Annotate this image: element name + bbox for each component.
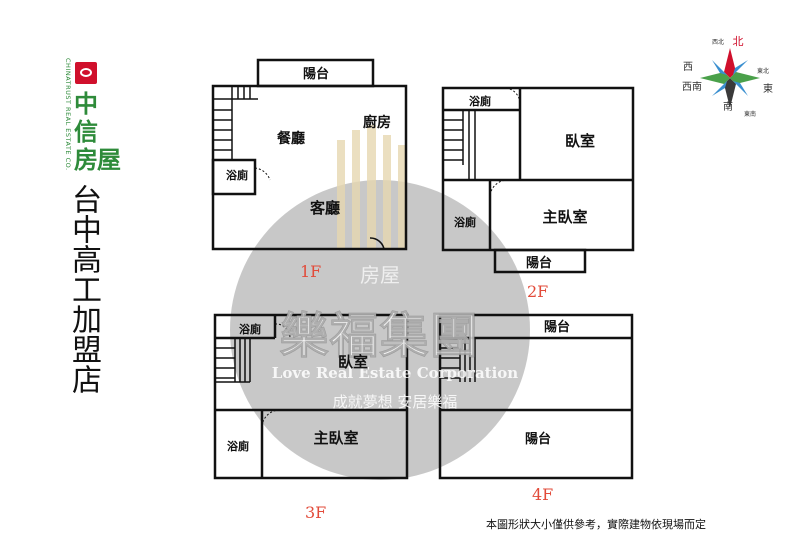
branch-name: 台中高工加盟店 xyxy=(66,184,101,394)
disclaimer-note: 本圖形狀大小僅供參考，實際建物依現場而定 xyxy=(486,518,706,531)
room-1f-bath: 浴廁 xyxy=(226,168,248,182)
watermark-text: 房屋 樂福集團 Love Real Estate Corporation 成就夢… xyxy=(272,263,518,411)
room-3f-bedroom: 臥室 xyxy=(338,353,368,371)
room-2f-balcony: 陽台 xyxy=(526,255,552,271)
room-1f-dining: 餐廳 xyxy=(276,130,305,147)
compass-icon: 北 西北 東北 東 東南 南 西南 西 xyxy=(682,33,775,123)
room-2f-bedroom: 臥室 xyxy=(565,132,595,150)
logo-english-text: CHINATRUST REAL ESTATE CO. xyxy=(64,58,72,171)
logo-text-xin: 信 xyxy=(74,118,98,146)
room-1f-kitchen: 廚房 xyxy=(363,114,391,131)
floor-4f-plan xyxy=(438,313,634,480)
svg-text:Love Real Estate Corporation: Love Real Estate Corporation xyxy=(272,364,518,382)
chinatrust-logo-icon xyxy=(75,62,97,84)
logo-text-fangwu: 房屋 xyxy=(74,146,121,174)
svg-text:北: 北 xyxy=(733,35,744,48)
svg-text:東南: 東南 xyxy=(744,110,756,118)
floor-label-4f: 4F xyxy=(532,485,553,504)
svg-text:東北: 東北 xyxy=(757,67,769,75)
room-3f-master: 主臥室 xyxy=(313,429,358,447)
svg-text:房屋: 房屋 xyxy=(360,263,400,287)
svg-text:成就夢想 安居樂福: 成就夢想 安居樂福 xyxy=(333,393,458,411)
svg-text:樂福集團: 樂福集團 xyxy=(280,308,480,364)
floor-1f-plan xyxy=(211,58,408,251)
room-4f-balcony-main: 陽台 xyxy=(525,431,551,447)
svg-text:南: 南 xyxy=(723,100,733,113)
svg-text:西: 西 xyxy=(683,62,693,73)
room-2f-bath-lower: 浴廁 xyxy=(454,215,476,229)
svg-text:西南: 西南 xyxy=(682,80,702,93)
room-1f-balcony: 陽台 xyxy=(303,66,329,82)
room-2f-master: 主臥室 xyxy=(542,208,587,226)
floor-label-3f: 3F xyxy=(305,503,326,522)
room-2f-bath-top: 浴廁 xyxy=(469,94,491,108)
room-4f-balcony-top: 陽台 xyxy=(544,319,570,335)
room-1f-living: 客廳 xyxy=(309,199,340,217)
floor-3f-plan xyxy=(213,313,409,480)
room-3f-bath-lower: 浴廁 xyxy=(227,439,249,453)
floor-label-2f: 2F xyxy=(527,282,548,301)
svg-text:西北: 西北 xyxy=(712,38,724,46)
floor-label-1f: 1F xyxy=(300,262,321,281)
watermark xyxy=(230,125,530,480)
floor-2f-plan xyxy=(441,86,635,274)
logo-text-zhong: 中 xyxy=(74,90,98,118)
room-3f-bath-top: 浴廁 xyxy=(239,322,261,336)
svg-text:東: 東 xyxy=(763,82,773,95)
